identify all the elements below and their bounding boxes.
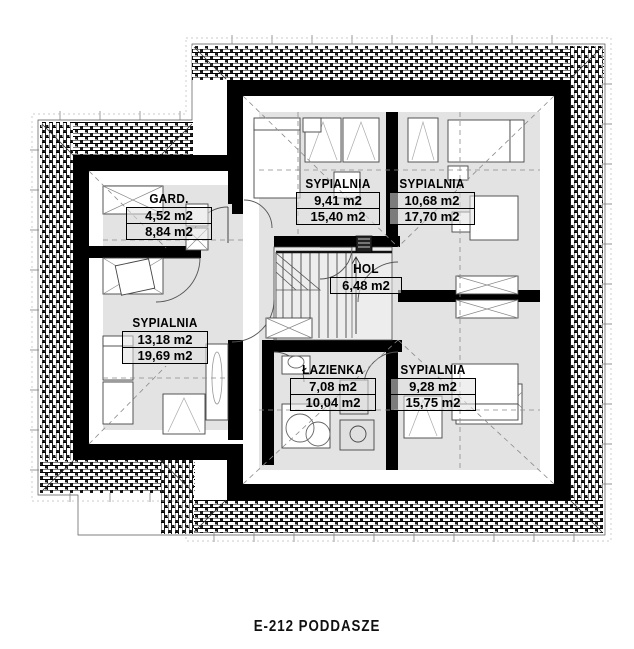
room-area-primary: 7,08 m2 bbox=[309, 379, 357, 394]
room-label-gard: GARD. 4,52 m2 8,84 m2 bbox=[126, 192, 212, 240]
furniture bbox=[102, 117, 525, 451]
room-area-table: 4,52 m2 8,84 m2 bbox=[126, 207, 212, 240]
room-name: SYPIALNIA bbox=[132, 316, 198, 330]
room-name: ŁAZIENKA bbox=[302, 363, 364, 377]
room-area-secondary: 15,40 m2 bbox=[297, 208, 379, 224]
room-area-primary: 4,52 m2 bbox=[145, 208, 193, 223]
room-area-table: 9,41 m2 15,40 m2 bbox=[296, 192, 380, 225]
room-name: SYPIALNIA bbox=[305, 177, 371, 191]
room-name: HOL bbox=[353, 262, 379, 276]
room-area-table: 10,68 m2 17,70 m2 bbox=[389, 192, 475, 225]
room-label-sypialnia-left: SYPIALNIA 13,18 m2 19,69 m2 bbox=[122, 316, 208, 364]
room-name: SYPIALNIA bbox=[400, 363, 466, 377]
room-area-primary: 9,28 m2 bbox=[409, 379, 457, 394]
room-area-table: 13,18 m2 19,69 m2 bbox=[122, 331, 208, 364]
room-area-primary: 10,68 m2 bbox=[404, 193, 460, 208]
room-label-sypialnia-top-right: SYPIALNIA 10,68 m2 17,70 m2 bbox=[389, 177, 475, 225]
room-label-lazienka: ŁAZIENKA 7,08 m2 10,04 m2 bbox=[290, 363, 376, 411]
room-area-table: 6,48 m2 bbox=[330, 277, 402, 294]
room-label-sypialnia-bottom-right: SYPIALNIA 9,28 m2 15,75 m2 bbox=[390, 363, 476, 411]
room-area-primary: 6,48 m2 bbox=[342, 278, 390, 293]
room-name: GARD. bbox=[149, 192, 189, 206]
room-area-secondary: 17,70 m2 bbox=[390, 208, 474, 224]
room-area-primary: 13,18 m2 bbox=[137, 332, 193, 347]
room-area-secondary: 15,75 m2 bbox=[391, 394, 475, 410]
room-name: SYPIALNIA bbox=[399, 177, 465, 191]
setback-outline bbox=[31, 37, 612, 542]
room-area-table: 7,08 m2 10,04 m2 bbox=[290, 378, 376, 411]
room-area-secondary: 10,04 m2 bbox=[291, 394, 375, 410]
room-label-hol: HOL 6,48 m2 bbox=[330, 262, 402, 294]
room-area-secondary: 8,84 m2 bbox=[127, 223, 211, 239]
room-area-primary: 9,41 m2 bbox=[314, 193, 362, 208]
room-area-secondary: 19,69 m2 bbox=[123, 347, 207, 363]
room-area-table: 9,28 m2 15,75 m2 bbox=[390, 378, 476, 411]
room-label-sypialnia-top-left: SYPIALNIA 9,41 m2 15,40 m2 bbox=[296, 177, 380, 225]
plan-caption: E-212 PODDASZE bbox=[253, 618, 381, 635]
